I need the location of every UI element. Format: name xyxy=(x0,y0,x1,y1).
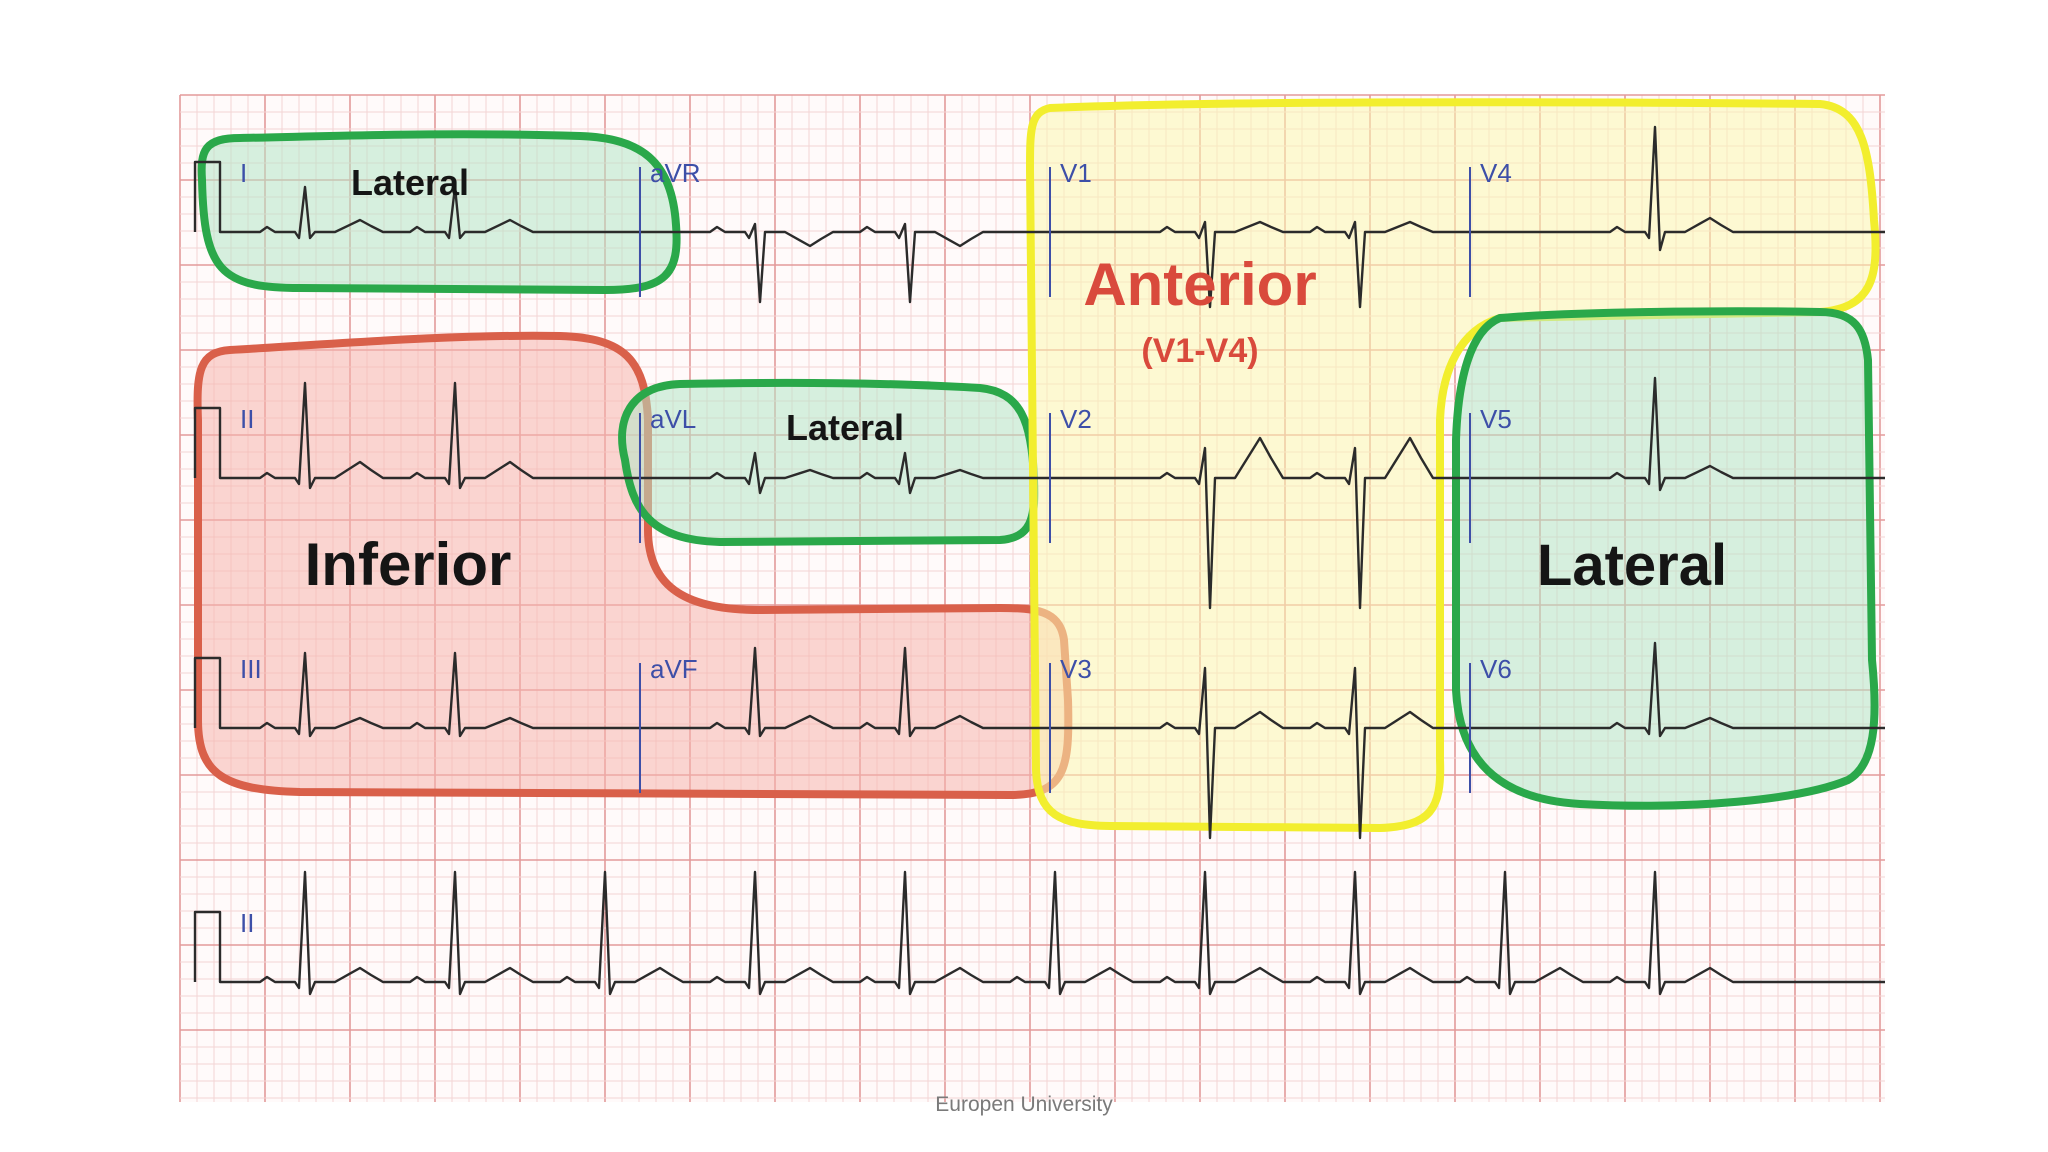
trace-V6 xyxy=(1470,641,1885,738)
trace-aVL xyxy=(640,451,1050,495)
lead-label-aVF: aVF xyxy=(650,654,698,684)
territory-highlights xyxy=(193,98,1880,832)
trace-II-rhythm xyxy=(193,870,1885,996)
ecg-traces xyxy=(193,125,1885,996)
trace-II xyxy=(193,381,640,490)
trace-aVR xyxy=(640,222,1050,304)
region-label-lateral-avl: Lateral xyxy=(786,407,904,448)
trace-V3 xyxy=(1050,666,1470,840)
region-label-inferior: Inferior xyxy=(305,531,512,598)
region-lateral-v5-outline xyxy=(1452,307,1879,810)
region-label-lateral-i: Lateral xyxy=(351,162,469,203)
lead-label-III: III xyxy=(240,654,262,684)
region-lateral-i-outline xyxy=(197,130,681,294)
territory-labels: LateralInferiorLateralAnterior(V1-V4)Lat… xyxy=(305,162,1727,598)
trace-V5 xyxy=(1470,376,1885,492)
lead-label-II: II xyxy=(240,404,254,434)
lead-label-aVR: aVR xyxy=(650,158,701,188)
lead-label-V1: V1 xyxy=(1060,158,1092,188)
trace-V1 xyxy=(1050,220,1470,309)
trace-aVF xyxy=(640,646,1050,738)
lead-label-aVL: aVL xyxy=(650,404,696,434)
region-inferior-outline xyxy=(193,331,1073,799)
trace-III xyxy=(193,651,640,738)
lead-label-V4: V4 xyxy=(1480,158,1512,188)
region-label-lateral-v5: Lateral xyxy=(1537,533,1727,598)
lead-label-I: I xyxy=(240,158,247,188)
lead-label-V2: V2 xyxy=(1060,404,1092,434)
region-sublabel-anterior: (V1-V4) xyxy=(1141,332,1258,370)
lead-label-V5: V5 xyxy=(1480,404,1512,434)
lead-label-V3: V3 xyxy=(1060,654,1092,684)
lead-label-V6: V6 xyxy=(1480,654,1512,684)
trace-I xyxy=(193,160,640,240)
trace-V2 xyxy=(1050,436,1470,610)
lead-label-II-rhythm: II xyxy=(240,908,254,938)
trace-V4 xyxy=(1470,125,1885,252)
region-label-anterior: Anterior xyxy=(1083,251,1316,318)
footer-caption: Europen University xyxy=(935,1093,1113,1116)
